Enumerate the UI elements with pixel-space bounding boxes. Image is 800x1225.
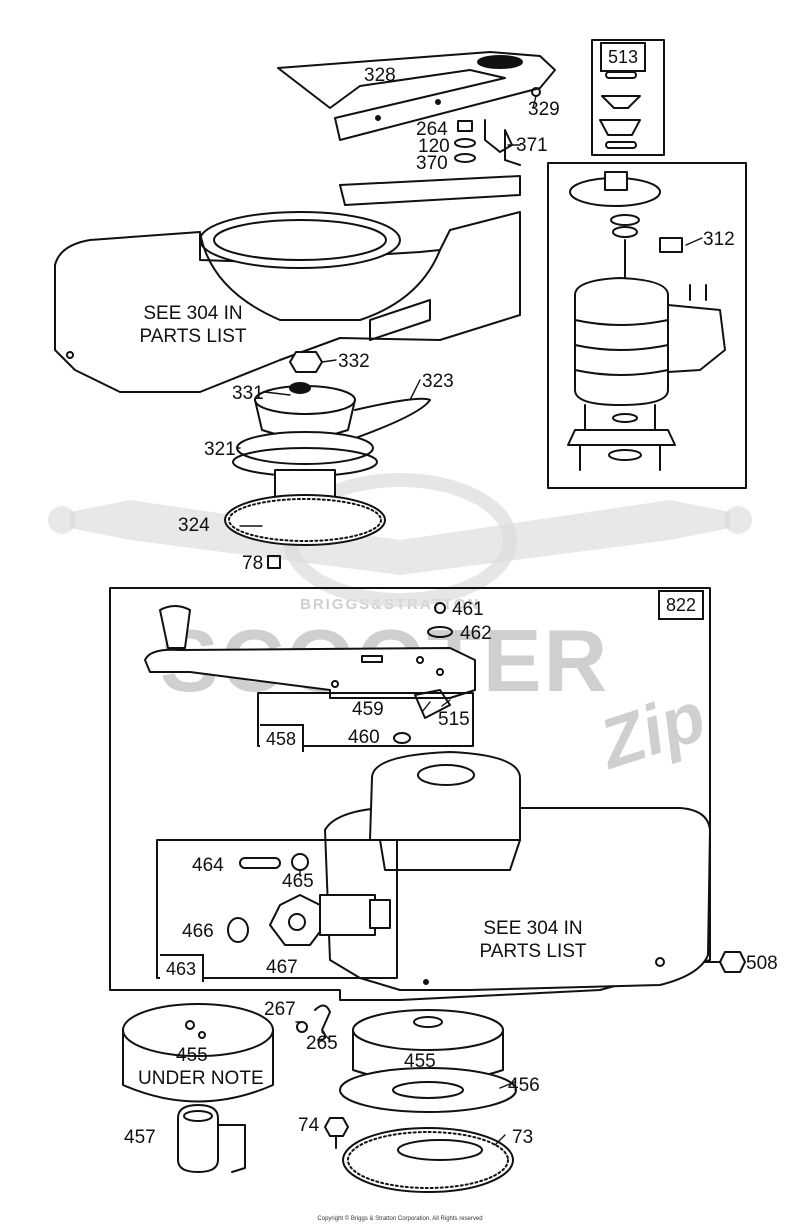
kit-box-822-frame xyxy=(109,587,711,1001)
valve-assembly-463 xyxy=(227,853,391,946)
label-part-371: 371 xyxy=(516,135,548,156)
note-upper-housing-text: SEE 304 IN PARTS LIST xyxy=(139,303,247,347)
label-part-466: 466 xyxy=(182,921,214,942)
note-gear-cup: UNDER NOTE xyxy=(138,1068,264,1089)
label-part-323: 323 xyxy=(422,371,454,392)
label-part-464: 464 xyxy=(192,855,224,876)
label-part-467: 467 xyxy=(266,957,298,978)
kit-box-463-frame xyxy=(156,839,398,979)
seal-kit-513 xyxy=(599,71,641,149)
label-part-73: 73 xyxy=(512,1127,534,1148)
screw-508 xyxy=(703,951,746,973)
upper-blower-housing xyxy=(54,175,521,393)
note-upper-housing: SEE 304 IN PARTS LIST xyxy=(128,303,258,349)
kit-label-463: 463 xyxy=(160,954,205,982)
label-part-267: 267 xyxy=(264,999,296,1020)
kit-box-458-frame xyxy=(257,692,474,747)
label-part-264: 264 xyxy=(416,119,448,140)
label-part-460: 460 xyxy=(348,727,380,748)
kit-label-513: 513 xyxy=(600,42,647,72)
label-part-461: 461 xyxy=(452,599,484,620)
motor-assembly xyxy=(567,171,726,471)
pulley-assembly xyxy=(224,351,431,569)
leader-lines xyxy=(237,95,703,1146)
lower-blower-housing xyxy=(324,751,711,991)
label-part-332: 332 xyxy=(338,351,370,372)
label-part-462: 462 xyxy=(460,623,492,644)
bolt-74 xyxy=(324,1117,349,1149)
label-part-331: 331 xyxy=(232,383,264,404)
screen-73 xyxy=(342,1127,514,1193)
label-part-465: 465 xyxy=(282,871,314,892)
handle-bar-328 xyxy=(277,51,556,141)
label-part-78: 78 xyxy=(242,553,264,574)
label-part-324: 324 xyxy=(178,515,210,536)
note-lower-housing: SEE 304 IN PARTS LIST xyxy=(458,918,608,964)
control-lever-458 xyxy=(144,602,476,744)
label-part-120: 120 xyxy=(418,136,450,157)
watermark-graphic xyxy=(48,473,752,607)
kit-label-822: 822 xyxy=(658,590,705,620)
label-part-455-left: 455 xyxy=(176,1045,208,1066)
gear-cup-455-left xyxy=(122,1003,274,1103)
label-part-455-right: 455 xyxy=(404,1051,436,1072)
label-part-370: 370 xyxy=(416,153,448,174)
bushing-457 xyxy=(177,1104,246,1173)
kit-label-458: 458 xyxy=(260,724,305,752)
copyright-notice: Copyright © Briggs & Stratton Corporatio… xyxy=(317,1216,483,1222)
label-part-329: 329 xyxy=(528,99,560,120)
label-part-328: 328 xyxy=(364,65,396,86)
label-part-456: 456 xyxy=(508,1075,540,1096)
spring-clip-265 xyxy=(296,1004,331,1041)
label-part-74: 74 xyxy=(298,1115,320,1136)
label-part-321: 321 xyxy=(204,439,236,460)
gear-cup-455-right xyxy=(339,1009,517,1113)
label-part-515: 515 xyxy=(438,709,470,730)
label-part-459: 459 xyxy=(352,699,384,720)
note-lower-housing-text: SEE 304 IN PARTS LIST xyxy=(479,918,587,962)
label-part-508: 508 xyxy=(746,953,778,974)
label-part-265: 265 xyxy=(306,1033,338,1054)
label-part-457: 457 xyxy=(124,1127,156,1148)
label-part-312: 312 xyxy=(703,229,735,250)
